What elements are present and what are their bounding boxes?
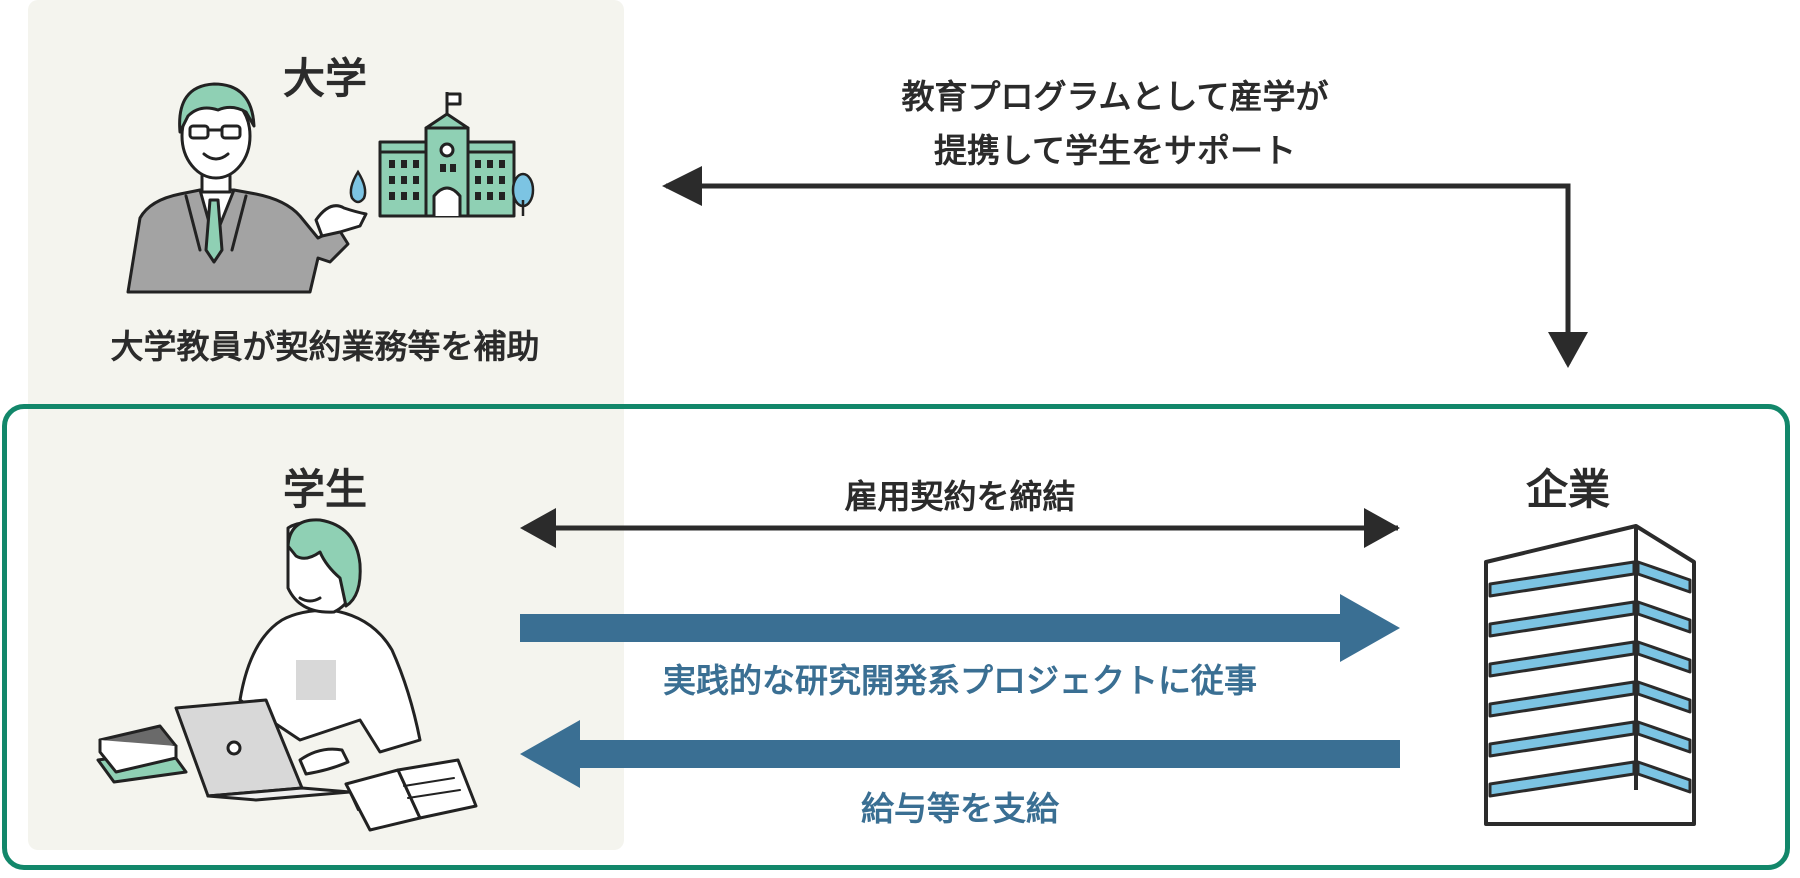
contract-label: 雇用契約を締結 (844, 477, 1076, 516)
support-label-line-2: 提携して学生をサポート (933, 131, 1296, 170)
tree-icon (511, 172, 535, 216)
work-arrow (520, 594, 1400, 662)
work-label: 実践的な研究開発系プロジェクトに従事 (663, 661, 1257, 700)
salary-arrow (520, 720, 1400, 788)
student-title: 学生 (282, 465, 367, 514)
university-caption: 大学教員が契約業務等を補助 (110, 327, 540, 366)
university-title: 大学 (282, 54, 367, 103)
company-title: 企業 (1525, 465, 1610, 514)
support-arrow-down-head (1548, 332, 1588, 368)
student-illustration (96, 518, 478, 832)
water-drop-icon (349, 169, 367, 204)
contract-arrow-left-head (520, 508, 556, 548)
salary-label: 給与等を支給 (861, 789, 1059, 828)
support-label-line-1: 教育プログラムとして産学が (901, 77, 1329, 116)
partnership-frame (2, 404, 1790, 870)
university-building-icon (378, 92, 516, 218)
contract-arrow-right-head (1364, 508, 1400, 548)
support-arrow (662, 166, 1571, 364)
professor-illustration (126, 82, 368, 294)
company-building-icon (1484, 524, 1696, 826)
